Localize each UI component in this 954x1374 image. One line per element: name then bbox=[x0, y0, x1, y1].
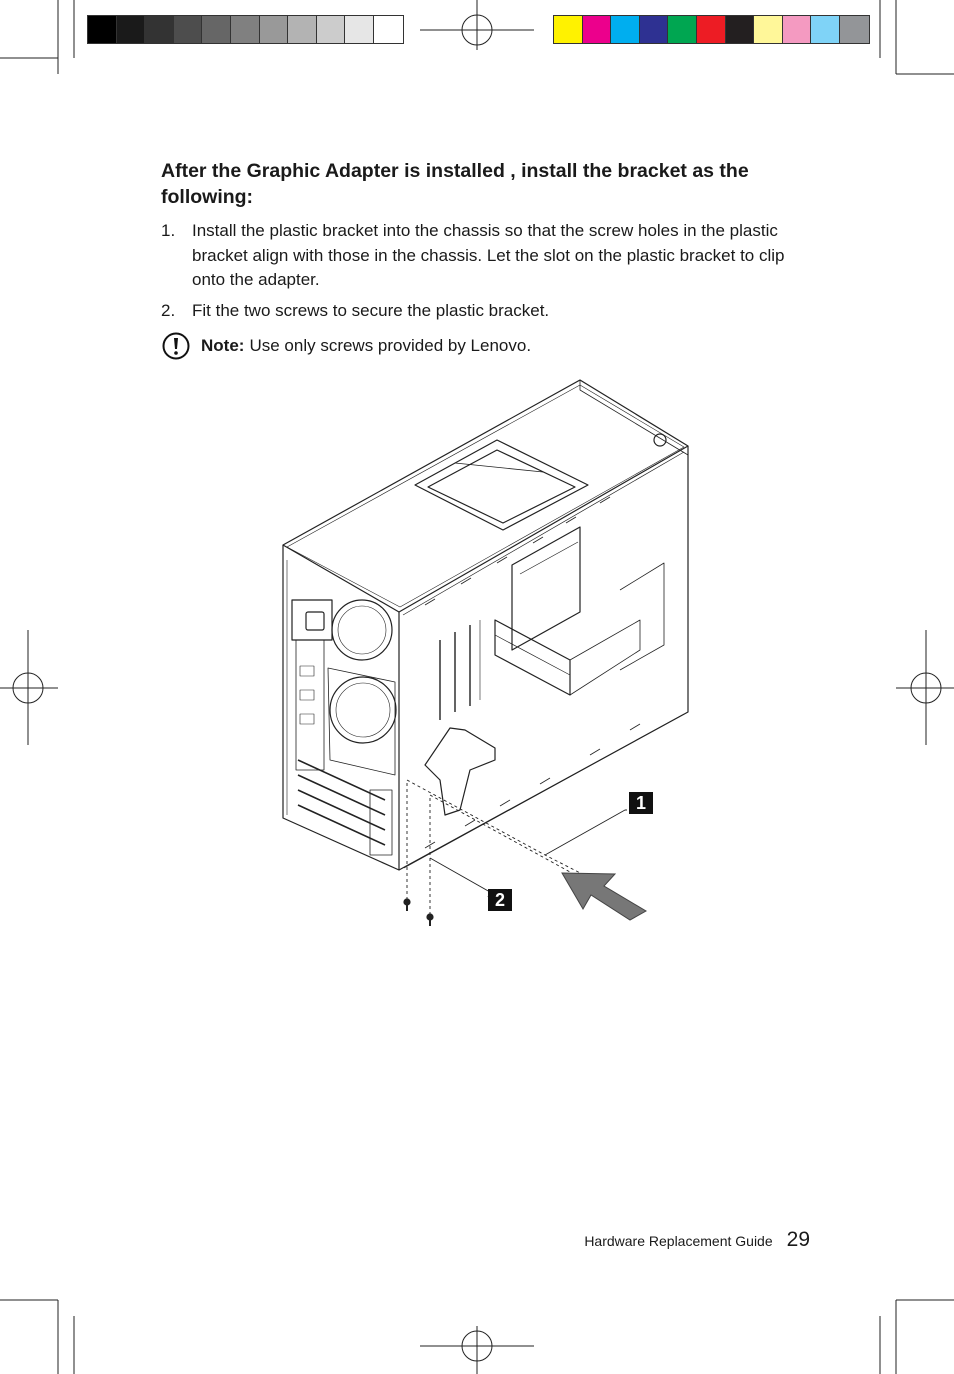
list-item-text: Install the plastic bracket into the cha… bbox=[192, 221, 785, 289]
expansion-slots bbox=[297, 759, 386, 846]
color-swatch bbox=[811, 16, 840, 43]
color-swatch bbox=[639, 16, 669, 43]
guide-title: Hardware Replacement Guide bbox=[584, 1233, 773, 1249]
chassis-side-frame bbox=[398, 446, 689, 871]
color-swatch bbox=[173, 16, 203, 43]
page-footer: Hardware Replacement Guide 29 bbox=[584, 1228, 810, 1252]
top-recess bbox=[414, 439, 589, 531]
chassis-rear-panel bbox=[282, 545, 400, 871]
plastic-bracket bbox=[424, 727, 496, 816]
color-swatch bbox=[782, 16, 812, 43]
color-swatch bbox=[230, 16, 260, 43]
color-swatch bbox=[554, 16, 583, 43]
instruction-list: 1. Install the plastic bracket into the … bbox=[161, 219, 811, 329]
registration-target-top bbox=[420, 0, 534, 50]
color-swatch bbox=[259, 16, 289, 43]
color-swatch bbox=[345, 16, 374, 43]
note-label: Note: bbox=[201, 336, 245, 355]
callout-label-2: 2 bbox=[488, 889, 512, 911]
hdd-bay bbox=[494, 619, 571, 696]
callout-2-leader bbox=[429, 857, 491, 898]
color-swatch bbox=[611, 16, 640, 43]
note-text: Use only screws provided by Lenovo. bbox=[249, 336, 532, 355]
io-panel bbox=[295, 639, 325, 771]
color-swatch bbox=[696, 16, 726, 43]
color-swatch bbox=[116, 16, 146, 43]
power-button bbox=[653, 433, 667, 447]
exclamation-icon bbox=[162, 332, 190, 360]
callout-label-1: 1 bbox=[629, 792, 653, 814]
section-heading: After the Graphic Adapter is installed ,… bbox=[161, 160, 749, 208]
color-swatch bbox=[88, 16, 117, 43]
psu-socket bbox=[291, 599, 333, 641]
page-number: 29 bbox=[786, 1228, 810, 1251]
registration-target-left bbox=[0, 630, 58, 745]
list-item-number: 1. bbox=[161, 221, 176, 240]
process-color-bar bbox=[553, 15, 870, 44]
list-item-number: 2. bbox=[161, 300, 176, 320]
list-item: 1. Install the plastic bracket into the … bbox=[161, 219, 811, 293]
psu-fan bbox=[331, 599, 393, 661]
registration-target-bottom bbox=[420, 1326, 534, 1374]
list-item-text: Fit the two screws to secure the plastic… bbox=[192, 300, 550, 320]
color-swatch bbox=[288, 16, 317, 43]
color-swatch bbox=[145, 16, 174, 43]
color-swatch bbox=[725, 16, 755, 43]
screw-2 bbox=[426, 913, 434, 926]
grayscale-color-bar bbox=[87, 15, 404, 44]
callout-1-leader bbox=[544, 809, 627, 856]
screw-1 bbox=[403, 898, 411, 911]
note: Note: Use only screws provided by Lenovo… bbox=[162, 332, 531, 360]
color-swatch bbox=[754, 16, 783, 43]
color-swatch bbox=[668, 16, 697, 43]
list-item: 2. Fit the two screws to secure the plas… bbox=[161, 299, 811, 324]
color-swatch bbox=[839, 16, 869, 43]
color-swatch bbox=[373, 16, 403, 43]
registration-target-right bbox=[896, 630, 954, 745]
insert-arrow-icon bbox=[561, 872, 647, 921]
color-swatch bbox=[202, 16, 231, 43]
color-swatch bbox=[316, 16, 346, 43]
rear-fan bbox=[329, 676, 397, 744]
optical-drive-bay bbox=[511, 526, 581, 651]
color-swatch bbox=[582, 16, 612, 43]
